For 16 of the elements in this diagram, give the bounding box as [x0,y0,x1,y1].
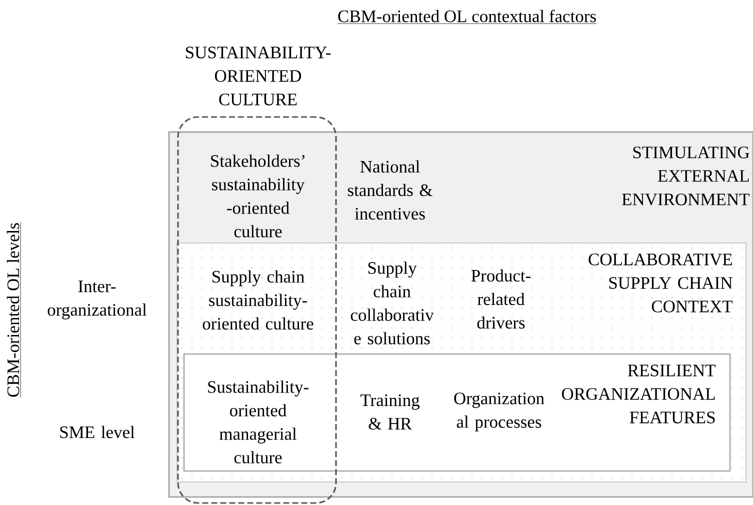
cell-text: Supply chain sustainability-oriented culture [202,270,314,330]
cell-text: Organization al processes [454,392,544,432]
cell-text: Training & HR [360,394,420,430]
heading-text: STIMULATING EXTERNAL ENVIRONMENT [622,146,750,206]
row-label: Inter-organizational [48,280,147,320]
cell-text: Sustainability-oriented managerial culture [208,380,308,464]
cell-text: Stakeholders’ sustainability -oriented culture [211,154,305,238]
heading-text: COLLABORATIVE SUPPLY CHAIN CONTEXT [588,254,732,312]
cell-text: National standards & incentives [348,160,432,220]
row-label: SME level [60,426,135,438]
axis-title: CBM-oriented OL contextual factors [337,10,597,24]
heading-text: SUSTAINABILITY-ORIENTED CULTURE [186,46,331,106]
cell-text: Product-related drivers [471,269,530,329]
cell-text: Supply chain collaborativ e solutions [350,262,434,344]
heading-text: RESILIENT ORGANIZATIONAL FEATURES [562,364,716,424]
axis-title: CBM-oriented OL levels [6,222,21,398]
